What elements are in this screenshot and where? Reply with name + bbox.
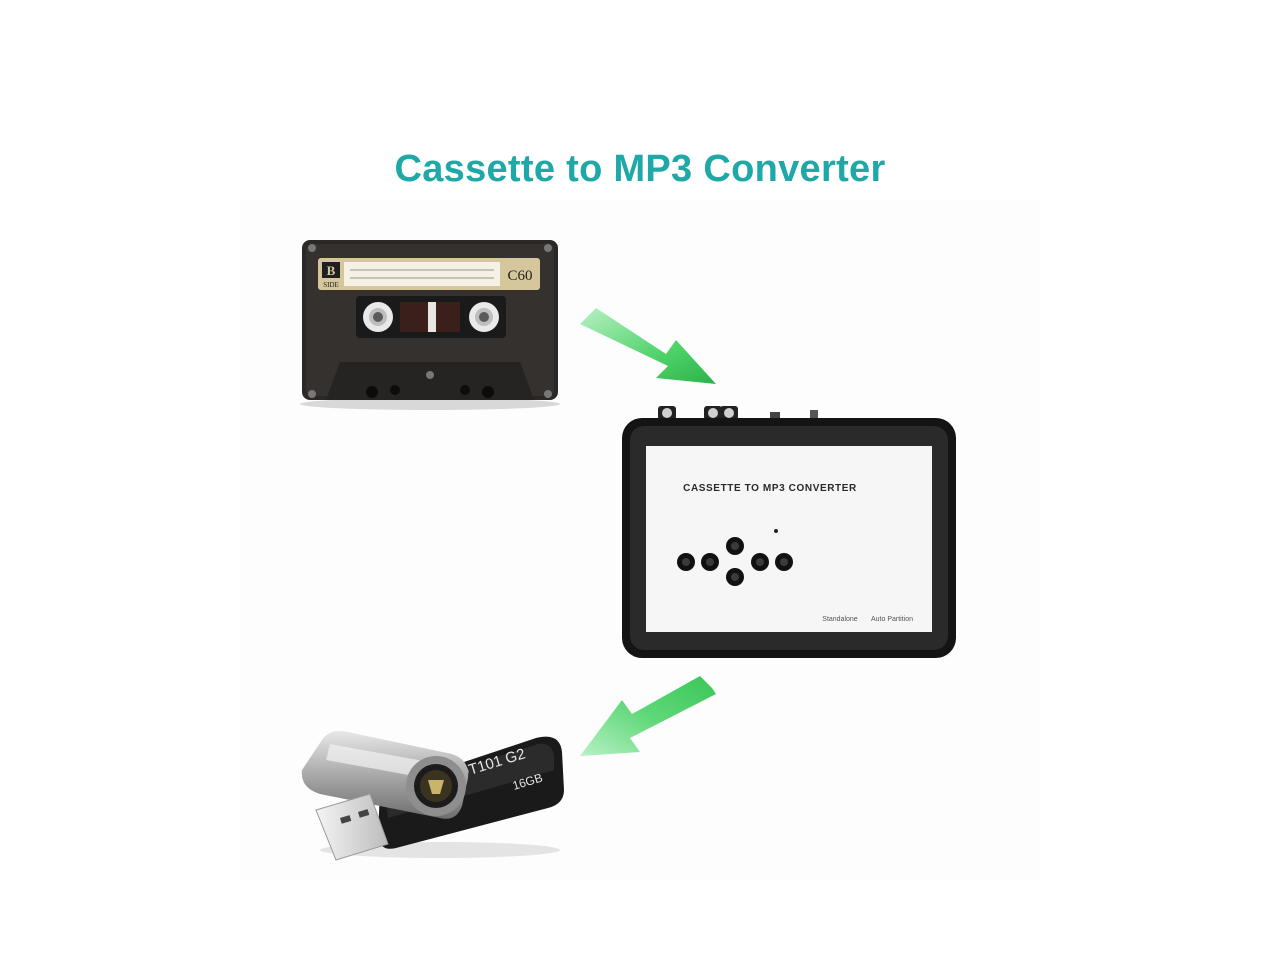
page-title: Cassette to MP3 Converter (394, 148, 886, 190)
converter-label: CASSETTE TO MP3 CONVERTER (683, 483, 857, 494)
converter-mode-standalone: Standalone (822, 616, 858, 623)
cassette-length: C60 (507, 268, 532, 284)
cassette-tape: B SIDE C60 (300, 240, 560, 410)
arrow-down-left-icon (580, 676, 716, 756)
cassette-side-letter: B (327, 263, 336, 278)
arrow-down-right-icon (580, 308, 716, 384)
converter-device: CASSETTE TO MP3 CONVERTER Standalone Aut… (622, 406, 956, 658)
cassette-side-word: SIDE (323, 281, 339, 289)
converter-mode-auto-partition: Auto Partition (871, 616, 913, 623)
usb-flash-drive: DT101 G2 16GB (301, 731, 564, 861)
